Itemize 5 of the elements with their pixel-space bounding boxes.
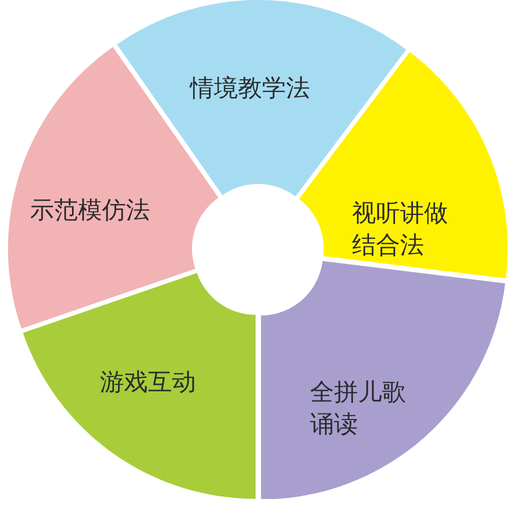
segment-label: 游戏互动 bbox=[100, 366, 197, 398]
segment-label: 情境教学法 bbox=[190, 72, 311, 104]
segment-label: 视听讲做结合法 bbox=[352, 198, 449, 261]
segment-label: 全拼儿歌诵读 bbox=[310, 376, 407, 440]
segment-label: 示范模仿法 bbox=[30, 194, 151, 226]
